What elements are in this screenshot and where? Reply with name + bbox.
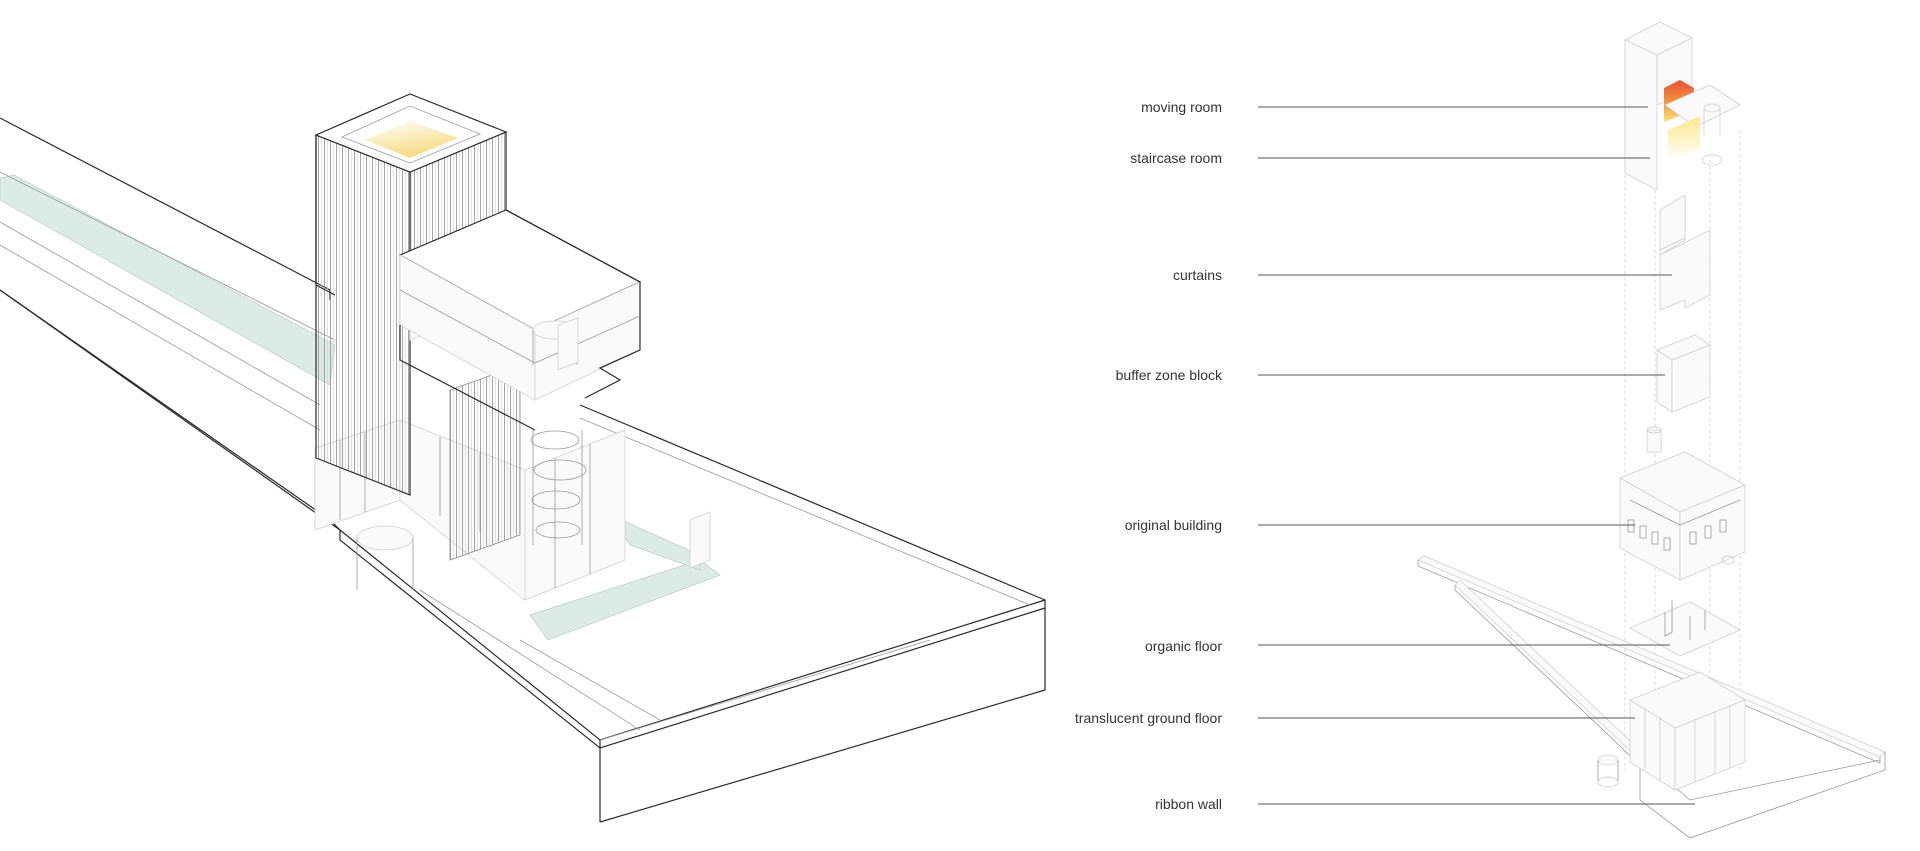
label-translucent-ground-floor: translucent ground floor bbox=[1075, 710, 1222, 726]
label-ribbon-wall: ribbon wall bbox=[1155, 796, 1222, 812]
ribbon-wall-front bbox=[0, 289, 1046, 823]
label-buffer-zone-block: buffer zone block bbox=[1116, 367, 1223, 383]
window-row bbox=[1627, 519, 1727, 551]
main-axonometric bbox=[0, 93, 1046, 823]
cantilever-box bbox=[398, 209, 642, 431]
courtyard-pool bbox=[529, 559, 721, 641]
part-curtains bbox=[1659, 194, 1711, 311]
part-ribbon-wall bbox=[1417, 555, 1886, 839]
label-staircase-room: staircase room bbox=[1130, 150, 1222, 166]
label-moving-room: moving room bbox=[1141, 99, 1222, 115]
exploded-axonometric: moving room staircase room curtains buff… bbox=[1075, 21, 1886, 839]
labels: moving room staircase room curtains buff… bbox=[1075, 99, 1223, 812]
label-organic-floor: organic floor bbox=[1145, 638, 1222, 654]
part-translucent-ground-floor bbox=[1597, 671, 1746, 791]
part-buffer-zone-block bbox=[1656, 334, 1711, 413]
stair-drum bbox=[1703, 103, 1721, 113]
tower-main bbox=[314, 93, 521, 561]
leader-lines bbox=[1258, 106, 1695, 805]
spiral-staircase bbox=[530, 430, 587, 545]
part-organic-floor bbox=[1629, 600, 1741, 657]
part-original-building bbox=[1619, 426, 1746, 581]
label-curtains: curtains bbox=[1173, 267, 1222, 283]
part-moving-room bbox=[1624, 21, 1741, 191]
label-original-building: original building bbox=[1125, 517, 1222, 533]
ribbon-wall-long bbox=[0, 117, 341, 531]
ground-drum bbox=[1597, 754, 1619, 766]
cylinder-pavilion bbox=[356, 525, 414, 551]
